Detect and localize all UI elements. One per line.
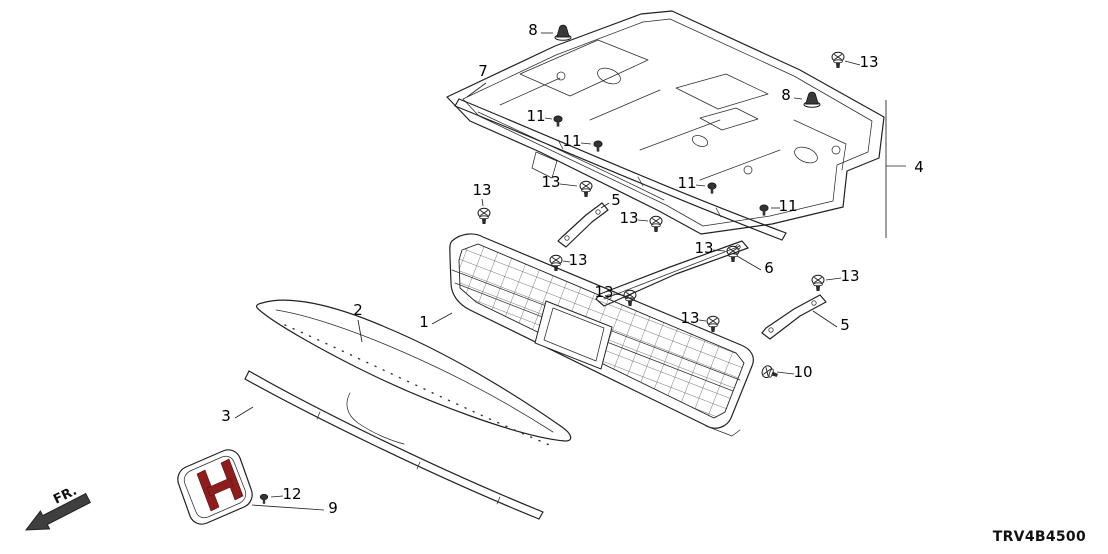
callout-part-13-g: 13 (594, 283, 613, 301)
callout-part-13-f: 13 (568, 251, 587, 269)
callout-part-13-a: 13 (859, 53, 878, 71)
callout-part-6: 6 (764, 259, 774, 277)
grille-garnish-part2 (255, 299, 572, 447)
callout-part-5-b: 5 (840, 316, 850, 334)
callout-part-12: 12 (282, 485, 301, 503)
front-direction-indicator: FR. (24, 484, 91, 531)
callout-part-13-e: 13 (694, 239, 713, 257)
callout-part-1: 1 (419, 313, 429, 331)
leader-lines (234, 32, 861, 511)
callout-part-11-d: 11 (778, 197, 797, 215)
callout-labels: 8 13 7 8 11 11 4 13 13 11 5 11 13 13 13 … (221, 21, 924, 517)
lower-molding-part3 (244, 370, 544, 520)
callout-part-11-a: 11 (526, 107, 545, 125)
callout-part-13-c: 13 (541, 173, 560, 191)
callout-part-13-h: 13 (680, 309, 699, 327)
emblem-h-logo (196, 458, 244, 512)
callout-part-13-i: 13 (840, 267, 859, 285)
callout-part-10: 10 (793, 363, 812, 381)
bracket-part6 (595, 240, 749, 307)
bracket-part5-left (557, 202, 609, 248)
bracket-part5-right (761, 294, 827, 340)
callout-part-9: 9 (328, 499, 338, 517)
callout-part-13-d: 13 (619, 209, 638, 227)
front-bulkhead-cover-part4 (446, 10, 906, 238)
callout-part-11-b: 11 (562, 132, 581, 150)
grille-base-part1 (449, 233, 754, 437)
callout-part-4: 4 (914, 158, 924, 176)
callout-part-3: 3 (221, 407, 231, 425)
callout-part-2: 2 (353, 301, 363, 319)
callout-part-5-a: 5 (611, 191, 621, 209)
honda-emblem-part9 (177, 449, 253, 525)
callout-part-8-a: 8 (528, 21, 538, 39)
callout-part-11-c: 11 (677, 174, 696, 192)
diagram-code: TRV4B4500 (993, 529, 1086, 545)
fr-arrow-icon (24, 492, 91, 531)
callout-part-8-b: 8 (781, 86, 791, 104)
upper-molding-part7 (454, 98, 787, 241)
callout-part-7: 7 (478, 62, 488, 80)
callout-part-13-b: 13 (472, 181, 491, 199)
